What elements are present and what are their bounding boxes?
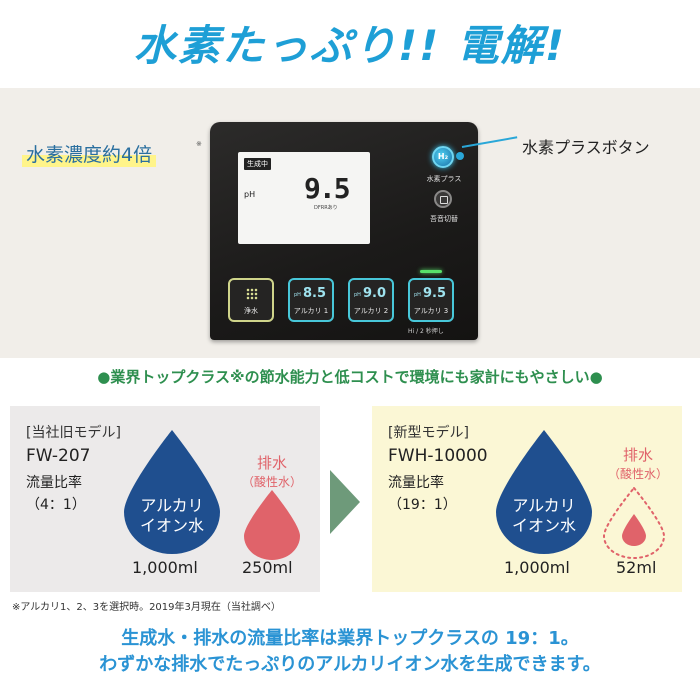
model-id: FWH-10000 [388,446,488,466]
alkaline-water-drop-icon: アルカリ イオン水 [120,426,224,556]
waste-water-drop-icon [242,488,302,564]
waste-water-label: 排水 （酸性水） [607,446,668,481]
waste-water-label: 排水 （酸性水） [241,454,302,489]
key-ph-value: 9.0 [362,286,386,301]
key-label: アルカリ 3 [413,307,449,315]
ratio-value: （19：1） [388,497,457,513]
key-ph-value: 8.5 [302,286,326,301]
headline: 水素たっぷり!! 電解! [133,21,567,70]
key-label: アルカリ 1 [293,307,329,315]
lcd-ph-value: 9.5 [304,172,351,205]
alkaline-volume: 1,000ml [132,558,198,577]
control-panel: 生成中 pH 9.5 DFRRあり H₂ 水素プラス 吾音切替 浄水 pH 8.… [210,122,478,340]
footnote: ※アルカリ1、2、3を選択時。2019年3月現在（当社調べ） [12,602,281,613]
model-id: FW-207 [26,446,91,466]
dotted-waste-outline-icon [602,486,666,564]
alkaline-volume: 1,000ml [504,558,570,577]
summary: 生成水・排水の流量比率は業界トップクラスの 19：1。 わずかな排水でたっぷりの… [0,626,700,678]
model-tag: [新型モデル] [388,425,469,441]
hydrogen-plus-label: 水素プラス [426,175,462,183]
ratio-value: （4：1） [26,497,86,513]
old-model-box: [当社旧モデル] FW-207 流量比率 （4：1） アルカリ イオン水 1,0… [10,406,320,592]
hydrogen-plus-callout: 水素プラスボタン [522,138,650,157]
key-ph-label: pH [414,292,421,298]
lcd-sub-label: DFRRあり [314,205,338,211]
key-ph-label: pH [354,292,361,298]
key-ph-value: 9.5 [422,286,446,301]
alkali-2-key[interactable]: pH 9.0 アルカリ 2 [348,278,394,322]
drop-text: アルカリ イオン水 [139,496,204,535]
ratio-label: 流量比率 [26,475,82,491]
drop-text: アルカリ イオン水 [511,496,576,535]
ratio-label: 流量比率 [388,475,444,491]
model-tag: [当社旧モデル] [26,425,121,441]
feature-line: ●業界トップクラス※の節水能力と低コストで環境にも家計にもやさしい● [97,368,603,386]
callout-dot [456,152,464,160]
alkali-3-key[interactable]: pH 9.5 アルカリ 3 [408,278,454,322]
key-ph-label: pH [294,292,301,298]
concentration-note-mark: ※ [196,140,202,148]
purified-water-key[interactable]: 浄水 [228,278,274,322]
hydrogen-plus-button[interactable]: H₂ [432,146,454,168]
lcd-display: 生成中 pH 9.5 DFRRあり [238,152,370,244]
alkaline-water-drop-icon: アルカリ イオン水 [492,426,596,556]
lcd-ph-label: pH [244,190,256,199]
hydrogen-concentration-label: 水素濃度約4倍 [22,140,157,167]
key-label: アルカリ 2 [353,307,389,315]
waste-volume: 250ml [242,558,293,577]
water-dots-icon [246,288,258,300]
key-label: 浄水 [244,307,258,315]
selected-indicator-led [420,270,442,273]
sound-switch-button[interactable] [434,190,452,208]
waste-volume: 52ml [616,558,657,577]
lcd-status-badge: 生成中 [244,158,271,170]
arrow-right-icon [330,470,360,534]
summary-line-1: 生成水・排水の流量比率は業界トップクラスの 19：1。 [121,628,579,649]
hold-instruction: Hi / 2 秒押し [408,328,444,335]
new-model-box: [新型モデル] FWH-10000 流量比率 （19：1） アルカリ イオン水 … [372,406,682,592]
sound-switch-label: 吾音切替 [430,215,458,223]
alkali-1-key[interactable]: pH 8.5 アルカリ 1 [288,278,334,322]
summary-line-2: わずかな排水でたっぷりのアルカリイオン水を生成できます。 [99,654,601,675]
